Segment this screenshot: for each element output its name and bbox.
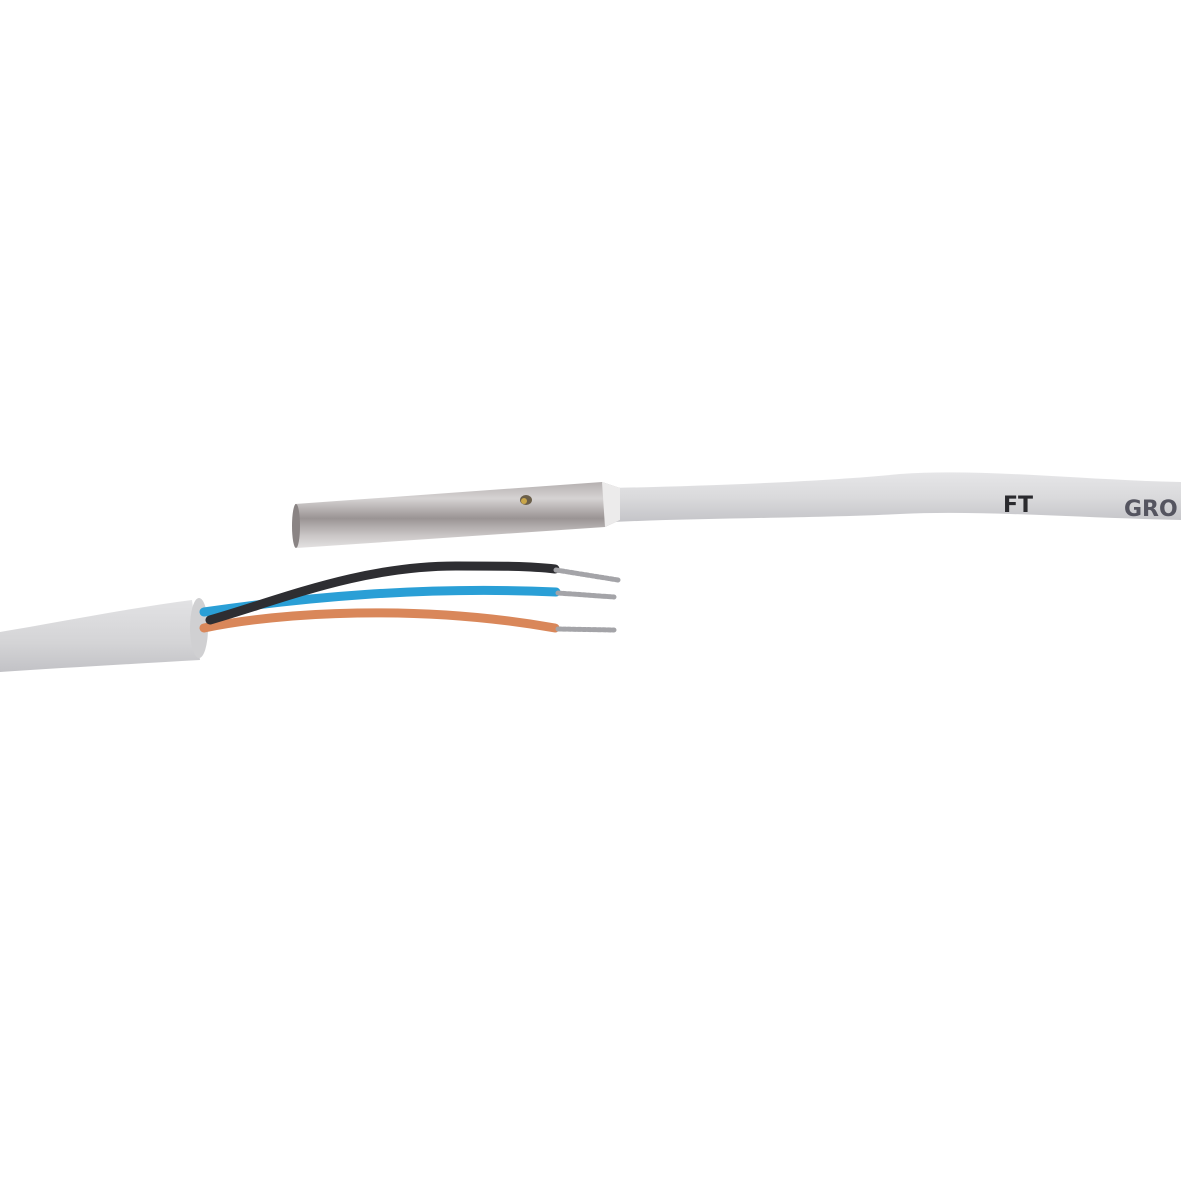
sensor-cable-lower [0, 598, 208, 672]
cable-marking-text-1: FT [1003, 493, 1033, 518]
stripped-wires [199, 561, 621, 633]
sensor-probe [292, 482, 620, 548]
sensor-cable-upper: FT GRO [612, 472, 1181, 522]
wire-black [205, 561, 560, 625]
wire-tip-blue [555, 590, 617, 600]
wire-tip-black [553, 567, 621, 583]
cable-marking-text-2: GRO [1124, 497, 1178, 522]
wire-tip-brown [555, 626, 617, 633]
wire-brown [199, 608, 560, 633]
